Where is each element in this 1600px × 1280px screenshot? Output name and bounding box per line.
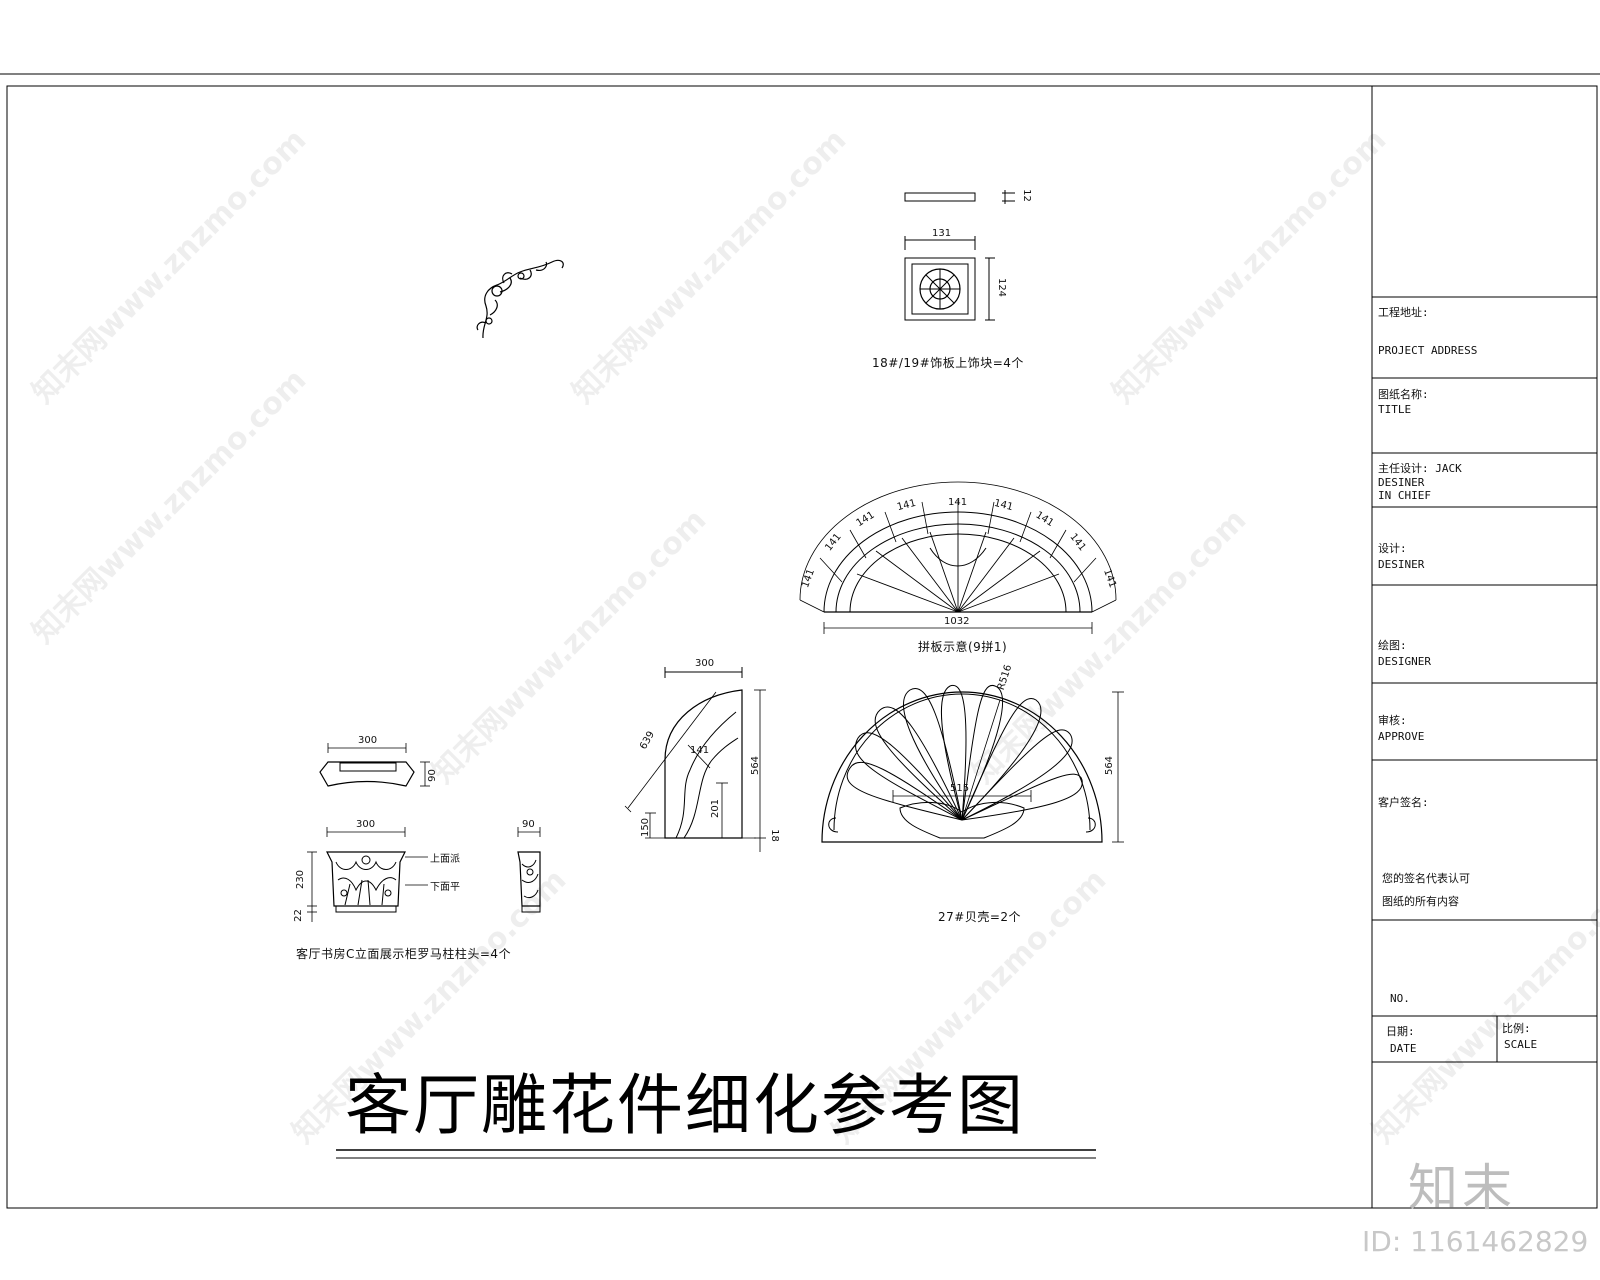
corner-ornament	[476, 259, 564, 339]
project-address-label: 工程地址:	[1378, 306, 1429, 319]
capital-elev-width-dim: 300	[356, 819, 376, 830]
shell-inner-dim: 141	[690, 745, 710, 756]
shell-width-dim: 300	[695, 658, 715, 669]
capital-elev-height-dim: 230	[295, 869, 307, 890]
fan-segment-dim: 141	[948, 497, 968, 508]
chief-designer-label: 主任设计: JACK	[1378, 462, 1462, 475]
capital-side-width-dim: 90	[522, 819, 535, 830]
capital-elevation-drawing	[307, 827, 428, 922]
shell-front-drawing	[821, 684, 1124, 843]
image-id: ID: 1161462829	[1362, 1225, 1589, 1258]
block-thickness-dim: 12	[1020, 189, 1032, 202]
approve-en: APPROVE	[1378, 730, 1425, 743]
capital-plan-width-dim: 300	[358, 735, 378, 746]
client-note-1: 您的签名代表认可	[1382, 872, 1470, 885]
shell-lower-dim: 201	[710, 798, 722, 819]
capital-plan-drawing	[319, 743, 430, 787]
fan-caption: 拼板示意(9拼1)	[918, 640, 1008, 654]
capital-side-drawing	[517, 827, 541, 913]
block-caption: 18#/19#饰板上饰块=4个	[872, 356, 1024, 370]
chief-designer-en: DESINER	[1378, 476, 1425, 489]
fan-base-dim: 1032	[944, 616, 970, 627]
title-en: TITLE	[1378, 403, 1412, 416]
block-width-dim: 131	[932, 228, 952, 239]
brand-logo: 知末	[1408, 1159, 1516, 1217]
shell-height-dim: 564	[750, 755, 762, 776]
shell-base-dim: 18	[768, 829, 780, 842]
block-drawing	[904, 190, 1015, 321]
shell-profile-drawing	[624, 667, 766, 852]
date-en: DATE	[1390, 1042, 1417, 1055]
capital-base-height-dim: 22	[292, 909, 304, 922]
chief-designer-en2: IN CHIEF	[1378, 489, 1431, 502]
project-address-en: PROJECT ADDRESS	[1378, 344, 1478, 357]
title-label: 图纸名称:	[1378, 388, 1429, 401]
approve-label: 审核:	[1378, 714, 1407, 727]
page-title: 客厅雕花件细化参考图	[345, 1067, 1025, 1144]
shell-span-dim: 515	[950, 783, 970, 794]
client-sign-label: 客户签名:	[1378, 796, 1429, 809]
shell-caption: 27#贝壳=2个	[938, 910, 1022, 924]
drawing-frame	[6, 85, 1598, 1209]
drafter-en: DESIGNER	[1378, 655, 1431, 668]
no-label: NO.	[1390, 992, 1410, 1005]
design-en: DESINER	[1378, 558, 1425, 571]
capital-plan-depth-dim: 90	[426, 769, 438, 782]
shell-bottom-dim: 150	[640, 817, 652, 838]
capital-top-label: 上面派	[430, 854, 460, 865]
block-height-dim: 124	[996, 277, 1008, 298]
scale-en: SCALE	[1504, 1038, 1538, 1051]
design-label: 设计:	[1378, 542, 1407, 555]
scale-label: 比例:	[1502, 1022, 1531, 1035]
date-label: 日期:	[1386, 1025, 1415, 1038]
drafter-label: 绘图:	[1378, 639, 1407, 652]
fan-drawing	[799, 481, 1117, 634]
capital-bottom-label: 下面平	[430, 882, 460, 893]
capital-caption: 客厅书房C立面展示柜罗马柱柱头=4个	[296, 947, 512, 961]
shell-height-right-dim: 564	[1104, 755, 1116, 776]
client-note-2: 图纸的所有内容	[1382, 895, 1459, 908]
